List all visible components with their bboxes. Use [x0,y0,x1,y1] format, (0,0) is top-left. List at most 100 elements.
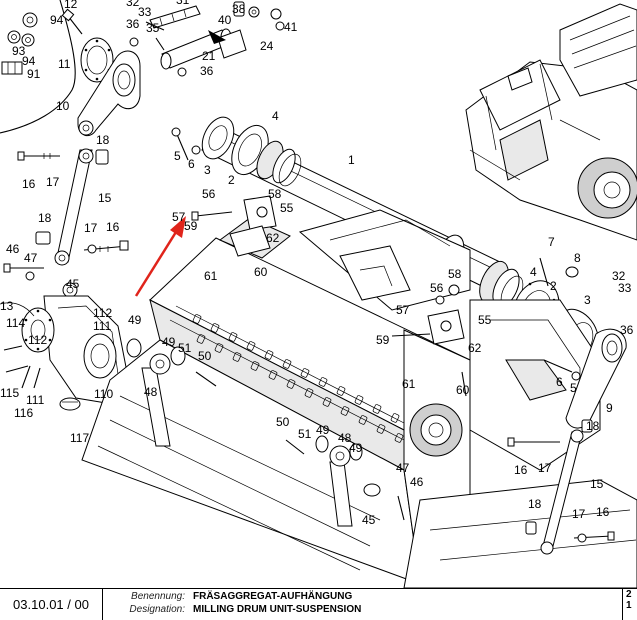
callout-16: 16 [596,505,610,519]
callout-38: 38 [232,2,246,16]
callout-47: 47 [396,461,410,475]
part-15-link-rod-right [540,429,584,555]
part-117-washer [59,397,81,411]
callout-11: 11 [58,57,71,71]
title-block: 03.10.01 / 00 Benennung:FRÄSAGGREGAT-AUF… [0,588,637,620]
part-93-washer [7,30,21,44]
part-50-pin-right [285,439,305,455]
callout-18: 18 [586,419,600,433]
callout-49: 49 [349,441,363,455]
housing-slot [196,334,206,344]
callout-58: 58 [448,267,462,281]
callout-5: 5 [174,149,181,163]
callout-112: 112 [28,333,47,347]
part-40-washer [248,6,260,18]
part-7-bolt [539,257,549,287]
callout-17: 17 [538,461,552,475]
detail-circle-arc [0,0,76,134]
housing-slot [282,359,292,369]
housing-slot [210,323,220,333]
callout-91: 91 [27,67,41,81]
part-56-nut [435,295,445,305]
callout-40: 40 [218,13,232,27]
callout-115: 115 [0,386,19,400]
part-36-ring [129,37,139,47]
part-18-pin [95,149,109,165]
part-46-bolt-right [397,495,405,521]
callout-111: 111 [93,319,112,333]
part-12-bolt [61,8,83,35]
housing-slot [340,406,350,416]
callout-60: 60 [254,265,268,279]
designation-value: MILLING DRUM UNIT-SUSPENSION [193,604,362,615]
callout-112: 112 [93,306,112,320]
callout-16: 16 [22,177,36,191]
callout-2: 2 [550,279,557,293]
callout-110: 110 [94,387,113,401]
housing-slot [268,370,278,380]
callout-5: 5 [570,381,577,395]
drum-housing-frame [81,209,471,585]
callout-49: 49 [316,423,330,437]
callout-33: 33 [138,5,152,19]
part-38-link [233,1,245,17]
callout-49: 49 [162,335,176,349]
part-41-nut [270,8,285,31]
part-18-pin-right-2 [525,521,537,535]
part-60-pin [461,371,467,397]
part-94-nut-2 [21,33,35,47]
red-indicator-arrow [134,216,186,297]
housing-slot [358,415,368,425]
benennung-label: Benennung: [131,591,185,602]
callout-41: 41 [284,20,298,34]
callout-117: 117 [70,431,89,445]
callout-47: 47 [24,251,38,265]
housing-slot [394,433,404,443]
callout-31: 31 [176,0,190,7]
callout-94: 94 [50,13,64,27]
callout-62: 62 [266,231,280,245]
part-36-ring-2 [177,67,187,77]
part-45-bushing [62,282,78,298]
callout-56: 56 [202,187,216,201]
callout-116: 116 [14,406,33,420]
housing-slot [304,388,314,398]
part-18-pin-right [581,419,593,433]
callout-94: 94 [22,54,36,68]
housing-slot [250,361,260,371]
callout-4: 4 [530,265,537,279]
callout-51: 51 [178,341,192,355]
callout-7: 7 [548,235,555,249]
housing-slot [214,343,224,353]
part-6-washer [191,145,201,155]
sheet-code-bottom: 1 [626,600,632,611]
callout-45: 45 [66,277,80,291]
housing-slot [372,404,382,414]
part-16-bolt-right [507,437,560,447]
callout-9: 9 [606,401,613,415]
callout-33: 33 [618,281,632,295]
housing-slot [246,341,256,351]
callout-15: 15 [590,477,604,491]
callout-labels: 12 94 93 94 91 11 10 18 16 17 15 18 46 4… [0,0,634,527]
callout-36: 36 [620,323,634,337]
callout-8: 8 [574,251,581,265]
part-10-rocker-arm [77,50,141,137]
callout-16: 16 [106,220,120,234]
callout-6: 6 [556,375,563,389]
part-50-pin-left [195,371,217,387]
revision-date: 03.10.01 / 00 [0,589,103,620]
callout-32: 32 [126,0,140,9]
callout-46: 46 [410,475,424,489]
housing-slot [318,377,328,387]
callout-18: 18 [38,211,52,225]
part-24-bracket [208,29,247,59]
part-15-link-rod [54,148,94,266]
callout-17: 17 [46,175,60,189]
part-48-cylinder-right [329,445,353,527]
callout-93: 93 [12,44,26,58]
callout-17: 17 [84,221,98,235]
part-8-washer [565,266,579,278]
callout-56: 56 [430,281,444,295]
housing-slot [390,413,400,423]
